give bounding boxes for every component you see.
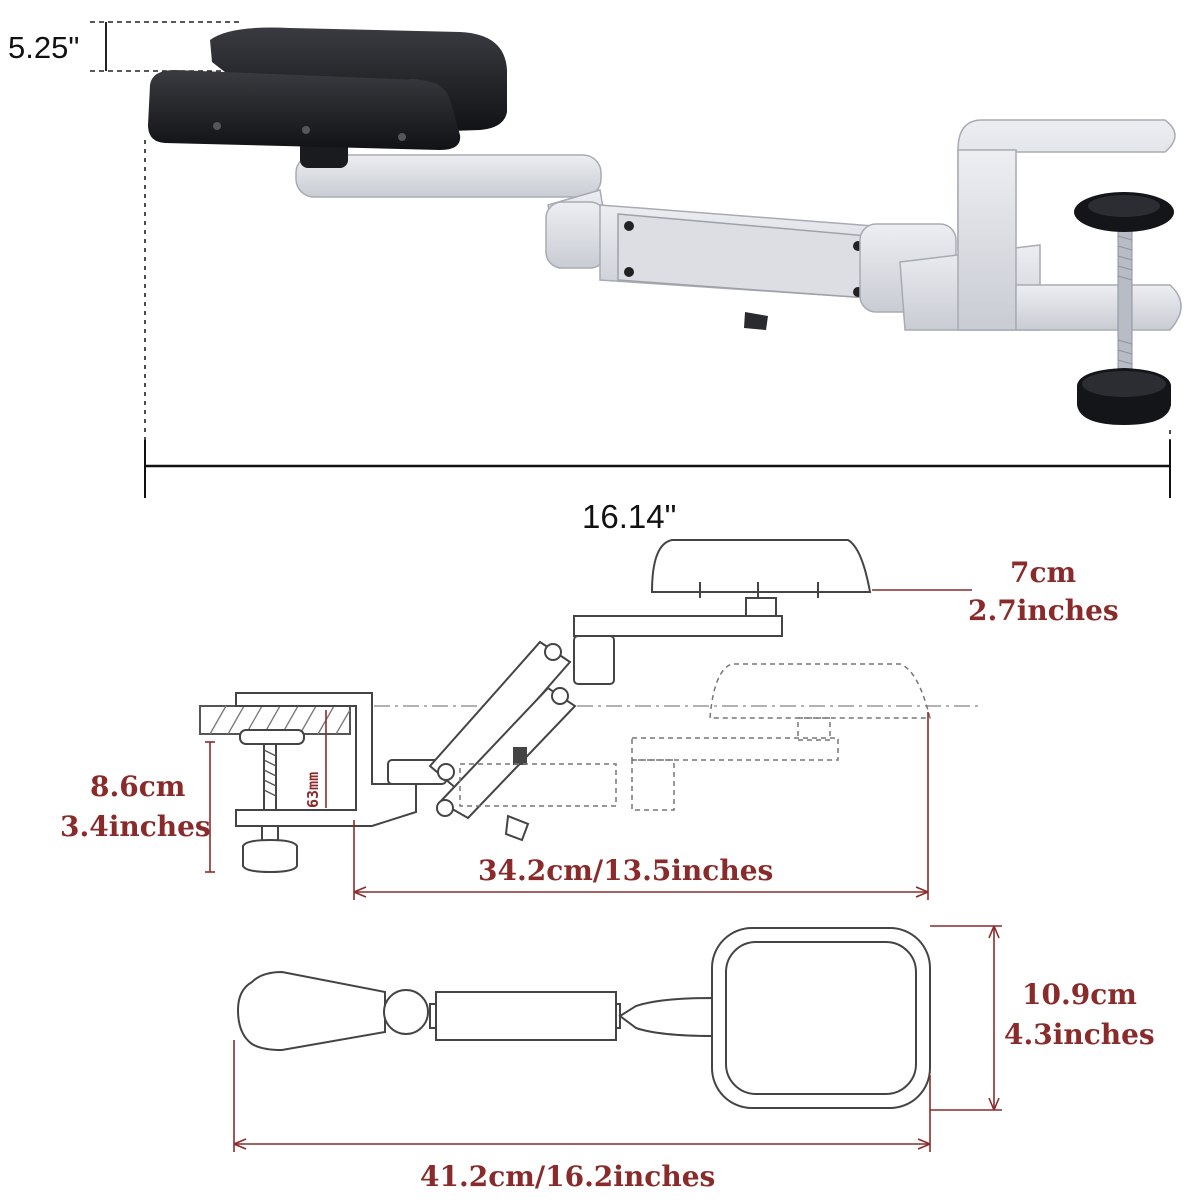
arm-pad-outline	[650, 539, 872, 593]
middle-arm-outline	[435, 991, 617, 1041]
dimension-lines	[205, 589, 972, 900]
screw-icon	[624, 221, 634, 231]
height-label: 5.25"	[8, 30, 80, 65]
linkage-arm	[428, 640, 572, 792]
total-length-label: 41.2cm/16.2inches	[420, 1160, 716, 1193]
screw-icon	[624, 267, 634, 277]
clamp-opening-cm-label: 8.6cm	[90, 770, 186, 803]
dimension-lines	[233, 925, 1002, 1152]
arm-pad	[148, 27, 507, 168]
clamp-opening-in-label: 3.4inches	[60, 810, 211, 843]
lowered-position-outline	[459, 663, 931, 811]
clamp-outline	[235, 692, 417, 827]
desk-clamp	[957, 119, 1182, 425]
clamp-screw-label: 63mm	[304, 772, 322, 808]
pad-height-in-label: 2.7inches	[968, 594, 1119, 627]
armrest-arm	[295, 154, 1041, 331]
width-label: 16.14"	[582, 498, 677, 535]
arm-length-label: 34.2cm/13.5inches	[478, 854, 774, 887]
pad-height-cm-label: 7cm	[1010, 556, 1077, 589]
width-dimension-marker	[144, 140, 1171, 498]
pad-width-in-label: 4.3inches	[1004, 1018, 1155, 1051]
clamp-plate-outline	[236, 970, 386, 1052]
pad-width-cm-label: 10.9cm	[1022, 978, 1137, 1011]
